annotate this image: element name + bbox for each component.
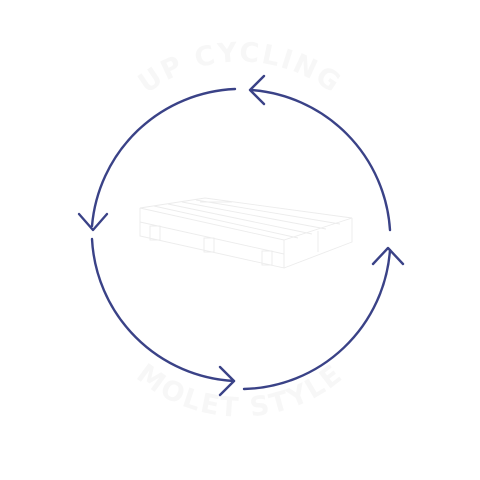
ring-arc-top-right [249, 88, 392, 232]
arrow-right-icon [218, 365, 236, 397]
ring-arc-bottom-left [90, 237, 236, 383]
ring-arc-left-top [90, 87, 237, 228]
arrow-down-icon [77, 212, 109, 232]
arrow-left-icon [248, 74, 266, 106]
cycle-ring [90, 87, 392, 391]
arrow-up-icon [371, 246, 405, 266]
ring-arc-right-bottom [242, 248, 392, 391]
cycle-arrow-icon [77, 74, 405, 397]
logo-top-text: UP CYCLING [133, 37, 347, 99]
logo-top-text-path: UP CYCLING [133, 37, 345, 99]
pallet-icon [139, 197, 353, 269]
